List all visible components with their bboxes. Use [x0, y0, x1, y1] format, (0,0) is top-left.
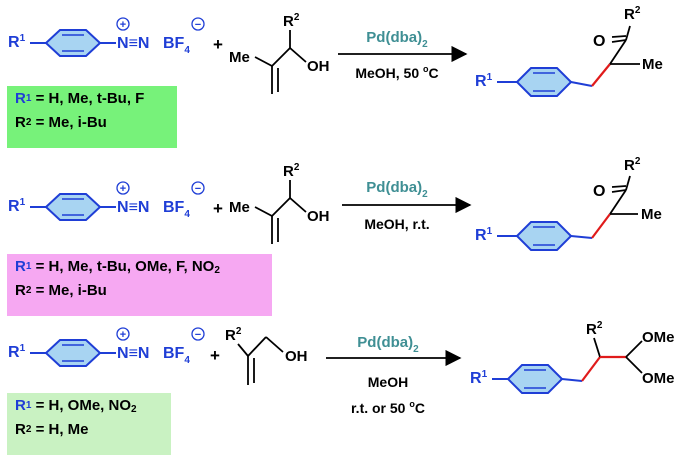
svg-text:N≡N: N≡N: [117, 345, 149, 362]
row-2-reaction-arrow: Pd(dba)2 MeOH, r.t.: [342, 179, 472, 232]
svg-text:R1: R1: [8, 343, 26, 361]
svg-text:+: +: [213, 199, 223, 218]
svg-text:R2: R2: [283, 162, 300, 180]
svg-text:MeOH, 50 oC: MeOH, 50 oC: [355, 64, 438, 81]
svg-text:Me: Me: [642, 56, 663, 73]
svg-text:BF4: BF4: [163, 345, 190, 366]
svg-text:R1: R1: [8, 197, 26, 215]
r1-label: R1: [8, 33, 26, 51]
svg-text:BF4: BF4: [163, 199, 190, 220]
svg-text:+: +: [210, 346, 220, 365]
svg-text:R2: R2: [283, 12, 300, 30]
svg-text:R1: R1: [475, 226, 493, 244]
minus-charge-icon: [191, 327, 205, 341]
minus-charge-icon: [191, 181, 205, 195]
svg-text:R2: R2: [586, 320, 603, 338]
svg-text:+: +: [120, 329, 126, 341]
svg-text:R2: R2: [225, 326, 242, 344]
row-2-substituents-box: R1 = H, Me, t-Bu, OMe, F, NO2 R2 = Me, i…: [7, 254, 272, 316]
svg-text:Pd(dba)2: Pd(dba)2: [366, 29, 428, 50]
bf4-text: BF4: [163, 35, 190, 56]
svg-text:Pd(dba)2: Pd(dba)2: [366, 179, 428, 200]
plus-charge-icon: [116, 181, 130, 195]
row-1-allylic-alcohol: Me R2 OH: [229, 12, 330, 94]
benzene-ring: [44, 29, 102, 57]
diazonium-text: N≡N: [117, 35, 149, 52]
row-1-product: R1 O R2 Me: [475, 5, 663, 97]
svg-text:−: −: [195, 329, 201, 341]
svg-text:Me: Me: [229, 49, 250, 66]
svg-text:−: −: [195, 19, 201, 31]
svg-text:OMe: OMe: [642, 329, 675, 346]
plus-charge-icon: [116, 17, 130, 31]
svg-text:Pd(dba)2: Pd(dba)2: [357, 334, 419, 355]
svg-text:Me: Me: [229, 199, 250, 216]
row-2-allylic-alcohol: Me R2 OH: [229, 162, 330, 244]
row-3: R1 + N≡N BF4 − + R2 OH Pd(dba)2 MeOH: [8, 320, 675, 416]
row-1-reaction-arrow: Pd(dba)2 MeOH, 50 oC: [338, 29, 468, 81]
row-3-r2-substituents: R2 = H, Me: [15, 421, 89, 438]
svg-text:−: −: [195, 183, 201, 195]
row-2: R1 + N≡N BF4 − + Me R2 OH Pd(dba)2: [8, 156, 662, 251]
svg-text:Me: Me: [641, 206, 662, 223]
row-1: R1 + N≡N BF4 − + Me R2 OH P: [8, 5, 663, 97]
row-2-diazonium-salt: R1 + N≡N BF4 −: [8, 181, 205, 221]
row-3-product: R1 R2 OMe OMe: [470, 320, 675, 394]
svg-text:OH: OH: [307, 58, 330, 75]
svg-text:MeOH: MeOH: [368, 374, 408, 390]
plus-sign: +: [213, 35, 223, 54]
row-3-allylic-alcohol: R2 OH: [225, 326, 308, 385]
minus-charge-icon: [191, 17, 205, 31]
svg-text:+: +: [120, 19, 126, 31]
svg-text:r.t. or 50 oC: r.t. or 50 oC: [351, 399, 425, 416]
row-2-product: R1 O R2 Me: [475, 156, 662, 251]
svg-text:O: O: [593, 33, 605, 50]
svg-text:OMe: OMe: [642, 370, 675, 387]
row-1-r2-substituents: R2 = Me, i-Bu: [15, 114, 107, 131]
svg-text:N≡N: N≡N: [117, 199, 149, 216]
svg-text:MeOH, r.t.: MeOH, r.t.: [364, 216, 429, 232]
svg-text:R1: R1: [470, 369, 488, 387]
svg-text:R2: R2: [624, 5, 641, 23]
svg-text:+: +: [120, 183, 126, 195]
row-1-r1-substituents: R1 = H, Me, t-Bu, F: [15, 90, 145, 107]
row-2-r2-substituents: R2 = Me, i-Bu: [15, 282, 107, 299]
row-3-reaction-arrow: Pd(dba)2 MeOH r.t. or 50 oC: [326, 334, 462, 416]
svg-text:R2: R2: [624, 156, 641, 174]
row-3-substituents-box: R1 = H, OMe, NO2 R2 = H, Me: [7, 393, 171, 455]
svg-text:O: O: [593, 183, 605, 200]
row-1-substituents-box: R1 = H, Me, t-Bu, F R2 = Me, i-Bu: [7, 86, 177, 148]
row-1-diazonium-salt: R1 + N≡N BF4 −: [8, 17, 205, 57]
plus-charge-icon: [116, 327, 130, 341]
row-3-diazonium-salt: R1 + N≡N BF4 −: [8, 327, 205, 367]
svg-text:OH: OH: [307, 208, 330, 225]
row-3-r1-substituents: R1 = H, OMe, NO2: [15, 397, 137, 415]
svg-text:OH: OH: [285, 348, 308, 365]
row-2-r1-substituents: R1 = H, Me, t-Bu, OMe, F, NO2: [15, 258, 220, 276]
svg-text:R1: R1: [475, 72, 493, 90]
